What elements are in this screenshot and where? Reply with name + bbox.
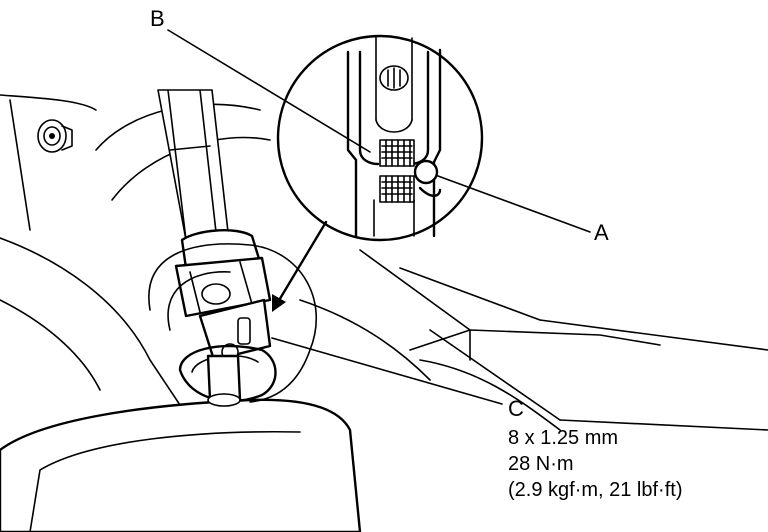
callout-c: C bbox=[508, 396, 524, 421]
torque-nm: 28 N·m bbox=[508, 453, 574, 475]
callout-b: B bbox=[150, 6, 165, 31]
steering-shaft-upper bbox=[157, 89, 229, 241]
leader-b bbox=[167, 29, 371, 153]
bolt-left bbox=[37, 119, 73, 153]
universal-joint bbox=[174, 229, 272, 362]
leader-lines bbox=[167, 29, 591, 405]
callout-a: A bbox=[594, 220, 609, 245]
torque-alt: (2.9 kgf·m, 21 lbf·ft) bbox=[508, 479, 683, 501]
bolt-size: 8 x 1.25 mm bbox=[508, 427, 619, 449]
detail-arrow bbox=[276, 220, 328, 304]
gearbox-boot bbox=[148, 243, 318, 407]
leader-a bbox=[437, 175, 591, 233]
body-panels bbox=[0, 94, 768, 532]
detail-magnifier bbox=[276, 34, 484, 242]
leader-c bbox=[271, 337, 503, 405]
